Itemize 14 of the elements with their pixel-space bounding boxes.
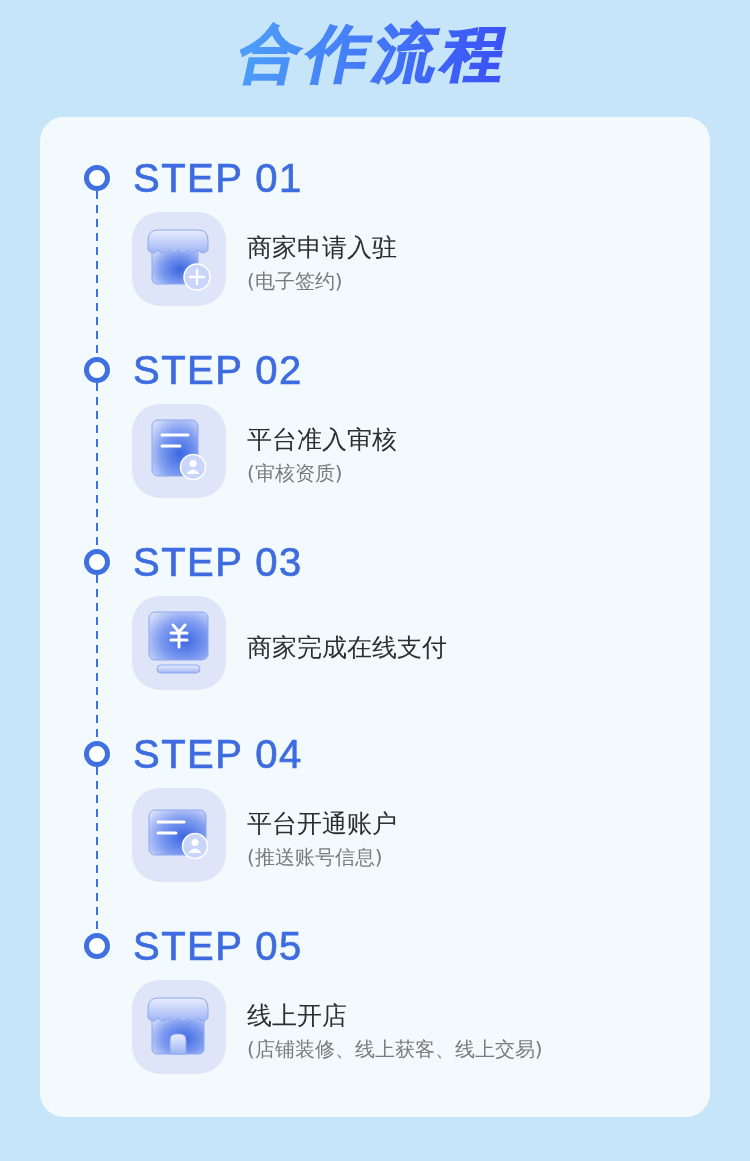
step-title: 商家申请入驻 bbox=[247, 232, 397, 264]
step-note: (电子签约) bbox=[247, 268, 343, 294]
step-heading: STEP 03 bbox=[133, 539, 303, 585]
step-title: 商家完成在线支付 bbox=[247, 632, 447, 664]
step-heading: STEP 01 bbox=[133, 155, 303, 201]
step-heading: STEP 04 bbox=[133, 731, 303, 777]
step-title: 平台开通账户 bbox=[247, 808, 397, 840]
step-note: (店铺装修、线上获客、线上交易) bbox=[247, 1036, 543, 1062]
step-heading: STEP 02 bbox=[133, 347, 303, 393]
step-title: 线上开店 bbox=[247, 1000, 347, 1032]
step-heading: STEP 05 bbox=[133, 923, 303, 969]
step-note: (推送账号信息) bbox=[247, 844, 383, 870]
step-title: 平台准入审核 bbox=[247, 424, 397, 456]
step-note: (审核资质) bbox=[247, 460, 343, 486]
